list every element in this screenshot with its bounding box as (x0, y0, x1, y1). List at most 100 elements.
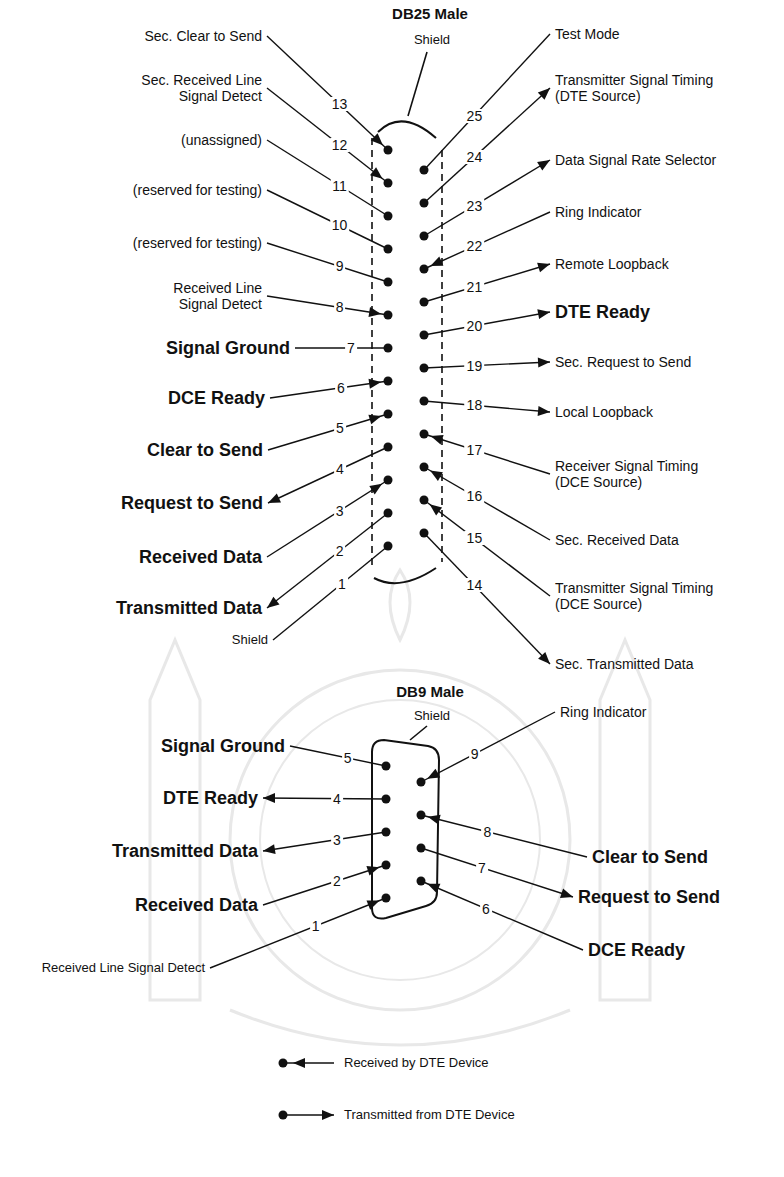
leader-line (290, 746, 386, 766)
signal-name: Received Line Signal Detect (42, 961, 205, 976)
pin-dot (420, 232, 429, 241)
arrowhead (369, 379, 382, 389)
leader-line (424, 434, 550, 474)
leader-line (424, 467, 550, 540)
pin-dot (384, 344, 393, 353)
arrowhead (538, 88, 550, 100)
pin-number: 7 (345, 341, 357, 355)
connector-title: Shield (414, 709, 450, 724)
signal-name: DCE Ready (588, 940, 685, 961)
leader-line (421, 848, 573, 897)
pin-number: 2 (334, 544, 346, 558)
pin-number: 5 (342, 751, 354, 765)
signal-name: Local Loopback (555, 404, 653, 420)
db9-shell (372, 726, 439, 919)
leader-line (267, 480, 388, 557)
arrowhead (537, 309, 550, 319)
leader-line (408, 52, 427, 116)
signal-name: Sec. Clear to Send (144, 28, 262, 44)
pin-number: 5 (334, 421, 346, 435)
pin-dot (420, 463, 429, 472)
pin-dot (420, 496, 429, 505)
leader-line (424, 362, 550, 368)
arrowhead (267, 597, 280, 608)
leader-line (273, 546, 388, 640)
pin-number: 3 (334, 504, 346, 518)
signal-name: Signal Ground (161, 736, 285, 757)
pin-number: 20 (465, 319, 485, 333)
pin-dot (382, 894, 391, 903)
pin-number: 12 (330, 138, 350, 152)
pin-dot (384, 410, 393, 419)
pin-dot (384, 311, 393, 320)
leader-line (263, 832, 386, 851)
signal-name: Transmitted Data (116, 598, 262, 619)
leader-line (424, 88, 550, 203)
leader-line (424, 533, 550, 664)
signal-name: Transmitter Signal Timing (DTE Source) (555, 72, 725, 104)
pin-dot (384, 476, 393, 485)
legend-sample (279, 1110, 335, 1120)
pin-number: 24 (465, 150, 485, 164)
pin-number: 19 (465, 359, 485, 373)
pin-number: 23 (465, 199, 485, 213)
pin-number: 7 (476, 861, 488, 875)
connector-title: Shield (414, 33, 450, 48)
connector-title: DB9 Male (396, 683, 464, 700)
pin-number: 8 (334, 300, 346, 314)
signal-name: Received Data (139, 547, 262, 568)
leader-line (424, 401, 550, 412)
legend-text: Received by DTE Device (344, 1056, 489, 1071)
pin-dot (384, 245, 393, 254)
pin-number: 8 (481, 825, 493, 839)
watermark-arc (230, 1010, 570, 1045)
pin-number: 2 (331, 874, 343, 888)
pin-dot (382, 861, 391, 870)
leader-line (268, 414, 388, 450)
arrowhead (366, 866, 379, 876)
signal-name: Receiver Signal Timing (DCE Source) (555, 458, 725, 490)
pin-dot (417, 811, 426, 820)
leader-line (295, 347, 388, 348)
arrowhead (428, 815, 441, 825)
legend-text: Transmitted from DTE Device (344, 1108, 515, 1123)
signal-name: DTE Ready (163, 788, 258, 809)
pin-number: 10 (330, 218, 350, 232)
pin-dot (384, 278, 393, 287)
leader-line (424, 264, 550, 302)
signal-name: Request to Send (121, 493, 263, 514)
watermark (150, 570, 650, 1045)
signal-name: Test Mode (555, 26, 620, 42)
shield-bracket (378, 121, 436, 138)
leader-line (421, 815, 587, 857)
arrowhead (538, 652, 550, 664)
leader-line (424, 34, 550, 170)
pin-number: 13 (330, 97, 350, 111)
signal-name: Ring Indicator (555, 204, 641, 220)
pin-number: 14 (465, 578, 485, 592)
pin-number: 3 (331, 833, 343, 847)
signal-name: (reserved for testing) (133, 182, 262, 198)
signal-name: Ring Indicator (560, 704, 646, 720)
pin-number: 25 (465, 109, 485, 123)
signal-name: Transmitted Data (112, 841, 258, 862)
signal-name: Data Signal Rate Selector (555, 152, 716, 168)
pin-dot (420, 265, 429, 274)
signal-name: Remote Loopback (555, 256, 669, 272)
shield-dashed-line (371, 138, 373, 566)
pin-dot (384, 509, 393, 518)
arrowhead (369, 484, 382, 495)
leader-line (267, 36, 388, 150)
legend-sample (279, 1058, 335, 1068)
arrowhead (560, 889, 573, 899)
arrowhead (371, 133, 383, 145)
signal-name: Shield (232, 633, 268, 648)
signal-name: Sec. Request to Send (555, 354, 691, 370)
arrowhead (370, 167, 383, 178)
arrowhead (268, 493, 281, 503)
pin-dot (420, 298, 429, 307)
pin-dot (382, 795, 391, 804)
watermark-pagoda (150, 640, 200, 1000)
